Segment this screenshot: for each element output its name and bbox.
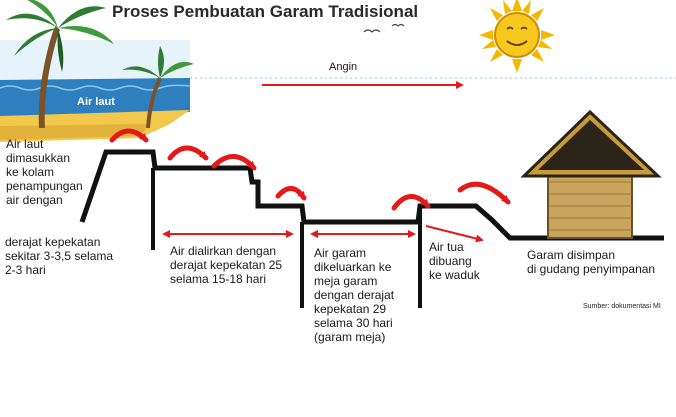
flow-arrows — [109, 128, 511, 211]
source-note: Sumber: dokumentasi MI — [583, 303, 661, 310]
sea-water — [0, 78, 190, 118]
step-old-water-text: Air tua dibuang ke waduk — [429, 240, 480, 282]
step-intake-text: Air laut dimasukkan ke kolam penampungan… — [6, 137, 83, 207]
beach-scene — [0, 0, 194, 142]
wind-label: Angin — [329, 61, 358, 73]
step-storage-text: Garam disimpan di gudang penyimpanan — [527, 248, 656, 276]
hut-icon — [520, 109, 662, 239]
step-flow-text: Air dialirkan dengan derajat kepekatan 2… — [170, 244, 283, 286]
drain-arrow — [425, 225, 484, 243]
sea-label: Air laut — [77, 96, 115, 108]
ground-profile — [79, 149, 664, 241]
palm-tree-icon — [122, 46, 194, 129]
diagram-title: Proses Pembuatan Garam Tradisional — [112, 2, 419, 21]
sea-waves — [0, 84, 191, 91]
bird-icon — [363, 29, 381, 33]
palm-tree-icon — [6, 0, 114, 129]
sun-icon — [479, 0, 555, 73]
bird-icon — [391, 23, 405, 27]
step-salt-table-text: Air garam dikeluarkan ke meja garam deng… — [314, 246, 395, 344]
step-intake-detail: derajat kepekatan sekitar 3-3,5 selama 2… — [5, 235, 114, 277]
